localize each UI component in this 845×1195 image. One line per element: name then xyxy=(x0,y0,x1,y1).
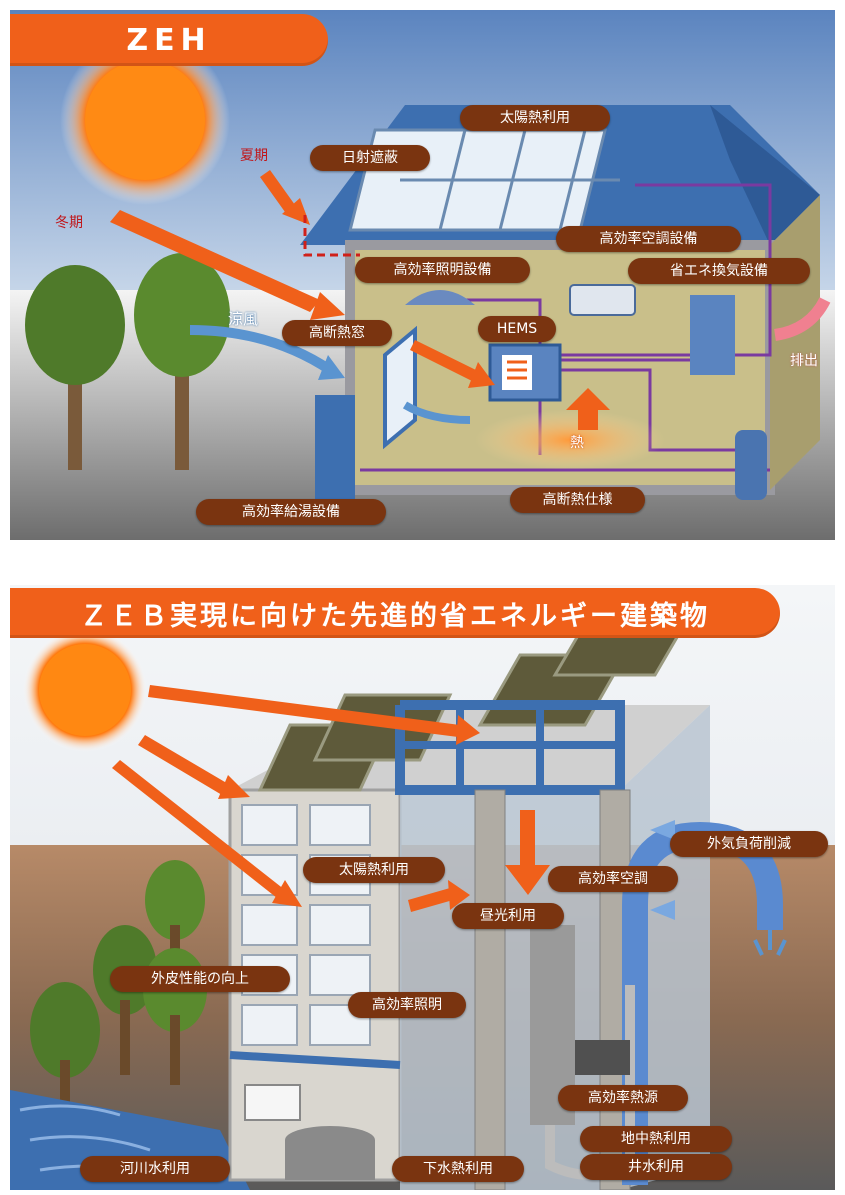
label-envelope: 外皮性能の向上 xyxy=(110,966,290,992)
arrow-daylight-side xyxy=(408,888,453,912)
ceiling-light xyxy=(405,290,475,305)
heat-source-unit xyxy=(575,1040,630,1075)
arrow-daylight-down xyxy=(505,810,550,895)
label-sewage-heat: 下水熱利用 xyxy=(392,1156,524,1182)
arrow-window-heat xyxy=(410,340,480,382)
label-lighting-zeb: 高効率照明 xyxy=(348,992,466,1018)
label-exhaust: 排出 xyxy=(790,353,818,369)
zeb-scene xyxy=(10,585,835,1190)
label-hvac: 高効率空調設備 xyxy=(556,226,741,252)
arrow-sun-3 xyxy=(112,760,285,898)
air-conditioner xyxy=(569,284,636,316)
arrow-sun-2 xyxy=(138,735,230,795)
arrow-winter xyxy=(110,210,320,312)
label-river-water: 河川水利用 xyxy=(80,1156,230,1182)
ventilation-fan xyxy=(690,295,735,375)
label-well-water: 井水利用 xyxy=(580,1154,732,1180)
label-daylight: 昼光利用 xyxy=(452,903,564,929)
label-water-heater: 高効率給湯設備 xyxy=(196,499,386,525)
zeh-title: ZEH xyxy=(10,14,328,66)
tree-left xyxy=(25,265,125,470)
label-solar-heat-zeb: 太陽熱利用 xyxy=(303,857,445,883)
label-insulation: 高断熱仕様 xyxy=(510,487,645,513)
label-heat: 熱 xyxy=(570,435,584,451)
arrow-summer xyxy=(260,170,295,212)
zeh-illustration xyxy=(10,10,835,540)
arrow-sun-1 xyxy=(148,685,460,737)
arrow-cool-breeze xyxy=(189,325,333,375)
zeb-title: ＺＥＢ実現に向けた先進的省エネルギー建築物 xyxy=(10,588,780,638)
label-window: 高断熱窓 xyxy=(282,320,392,346)
label-summer: 夏期 xyxy=(240,148,268,164)
label-hems: HEMS xyxy=(478,316,556,342)
label-shading: 日射遮蔽 xyxy=(310,145,430,171)
label-cool-breeze: 涼風 xyxy=(228,310,259,328)
label-hvac-zeb: 高効率空調 xyxy=(548,866,678,892)
label-outside-air: 外気負荷削減 xyxy=(670,831,828,857)
tree-right xyxy=(134,253,230,470)
label-ventilation: 省エネ換気設備 xyxy=(628,258,810,284)
label-heat-source: 高効率熱源 xyxy=(558,1085,688,1111)
label-lighting: 高効率照明設備 xyxy=(355,257,530,283)
label-solar-heat: 太陽熱利用 xyxy=(460,105,610,131)
window xyxy=(383,325,417,450)
trees xyxy=(30,860,207,1140)
arrow-exhaust xyxy=(773,297,831,341)
arrow-outside-air xyxy=(650,820,675,840)
zeh-scene xyxy=(10,10,835,540)
label-geothermal: 地中熱利用 xyxy=(580,1126,732,1152)
water-tank xyxy=(735,430,767,500)
window-grid xyxy=(241,804,371,1046)
label-winter: 冬期 xyxy=(55,215,83,231)
arrow-heat-up xyxy=(566,388,610,430)
zeb-illustration xyxy=(10,585,835,1190)
